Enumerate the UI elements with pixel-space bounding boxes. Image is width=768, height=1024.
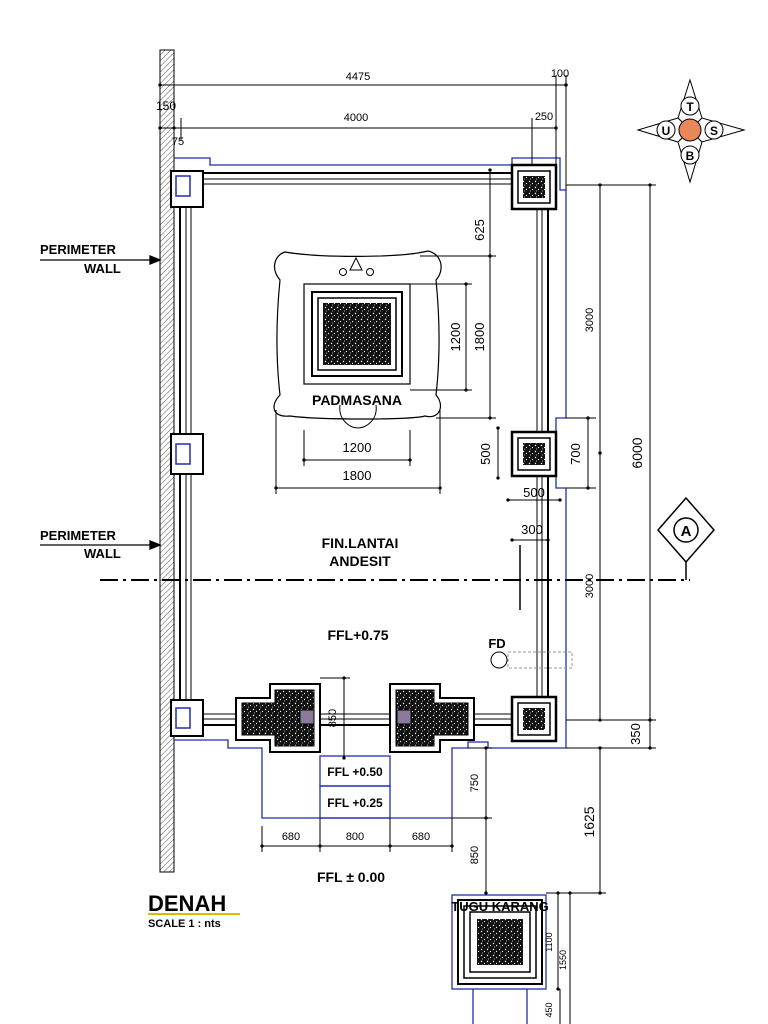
- label-tugu-karang: TUGU KARANG: [451, 899, 549, 914]
- dim-750: 750: [469, 774, 481, 792]
- dim-300: 300: [521, 522, 543, 537]
- dim-1800-vertical: 1800: [472, 323, 487, 352]
- post-top-left: [170, 170, 204, 208]
- label-wall-top: WALL: [84, 261, 121, 276]
- compass-north-letter: T: [686, 100, 694, 114]
- tugu-karang: [451, 894, 547, 1024]
- dim-1200-vertical: 1200: [448, 323, 463, 352]
- dim-625: 625: [472, 219, 487, 241]
- dimension-labels: 4475 100 150 4000 250 75 625 1200 1800 1…: [156, 68, 645, 1018]
- dimension-lines: [158, 75, 656, 1024]
- dim-500-horizontal: 500: [523, 485, 545, 500]
- compass-rose: [636, 78, 746, 184]
- entrance-gate-left: [235, 683, 321, 753]
- dim-150: 150: [156, 99, 176, 113]
- label-perimeter-wall-top: PERIMETER: [40, 242, 116, 257]
- dim-850-gate: 850: [327, 709, 339, 727]
- entrance-steps: [319, 755, 391, 819]
- compass-west-letter: U: [662, 124, 671, 138]
- compass-south-letter: B: [686, 149, 695, 163]
- entrance-gate-right: [389, 683, 475, 753]
- dim-500-vertical: 500: [478, 443, 493, 465]
- label-ffl-main: FFL+0.75: [327, 627, 388, 643]
- post-mid-right: [510, 430, 558, 478]
- dim-850-lower: 850: [469, 846, 481, 864]
- perimeter-wall-leaders: [40, 255, 162, 550]
- dim-75: 75: [172, 136, 184, 148]
- label-ffl-ground: FFL ± 0.00: [317, 869, 385, 885]
- dim-1200-horizontal: 1200: [343, 440, 372, 455]
- dim-800: 800: [346, 831, 364, 843]
- dim-3000-upper: 3000: [584, 308, 596, 332]
- dim-6000: 6000: [629, 437, 645, 468]
- compass-east-letter: S: [710, 124, 718, 138]
- post-bottom-right: [510, 695, 558, 743]
- label-padmasana: PADMASANA: [312, 392, 402, 408]
- dim-1625: 1625: [581, 806, 597, 837]
- label-floor-drain: FD: [488, 636, 505, 651]
- label-perimeter-wall-mid: PERIMETER: [40, 528, 116, 543]
- label-floor-finish: FIN.LANTAI: [322, 535, 399, 551]
- padmasana-shrine: [273, 250, 442, 429]
- plan-labels: PERIMETER WALL PERIMETER WALL PADMASANA …: [40, 100, 718, 930]
- dim-700: 700: [568, 443, 583, 465]
- floor-drain: [490, 651, 573, 669]
- label-floor-material: ANDESIT: [329, 553, 391, 569]
- post-mid-left: [170, 433, 204, 475]
- dim-1800-horizontal: 1800: [343, 468, 372, 483]
- drawing-title: DENAH: [148, 891, 226, 916]
- corner-posts: [170, 163, 558, 743]
- dim-250: 250: [535, 111, 553, 123]
- dim-1550: 1550: [558, 950, 568, 970]
- section-marker: [657, 496, 715, 564]
- label-section-a: A: [681, 523, 692, 540]
- platform-outline: [174, 157, 567, 819]
- dim-4475: 4475: [346, 71, 370, 83]
- label-ffl-step-1: FFL +0.50: [327, 765, 383, 779]
- dim-680-left: 680: [282, 831, 300, 843]
- label-wall-mid: WALL: [84, 546, 121, 561]
- post-top-right: [510, 163, 558, 211]
- dim-3000-lower: 3000: [584, 574, 596, 598]
- label-ffl-step-2: FFL +0.25: [327, 796, 383, 810]
- dim-450: 450: [544, 1002, 554, 1017]
- dim-680-right: 680: [412, 831, 430, 843]
- dim-1100: 1100: [544, 932, 554, 951]
- dim-4000: 4000: [344, 112, 368, 124]
- post-bottom-left: [170, 699, 204, 737]
- drawing-scale: SCALE 1 : nts: [148, 918, 221, 930]
- dim-350: 350: [628, 723, 643, 745]
- dim-100: 100: [551, 68, 569, 80]
